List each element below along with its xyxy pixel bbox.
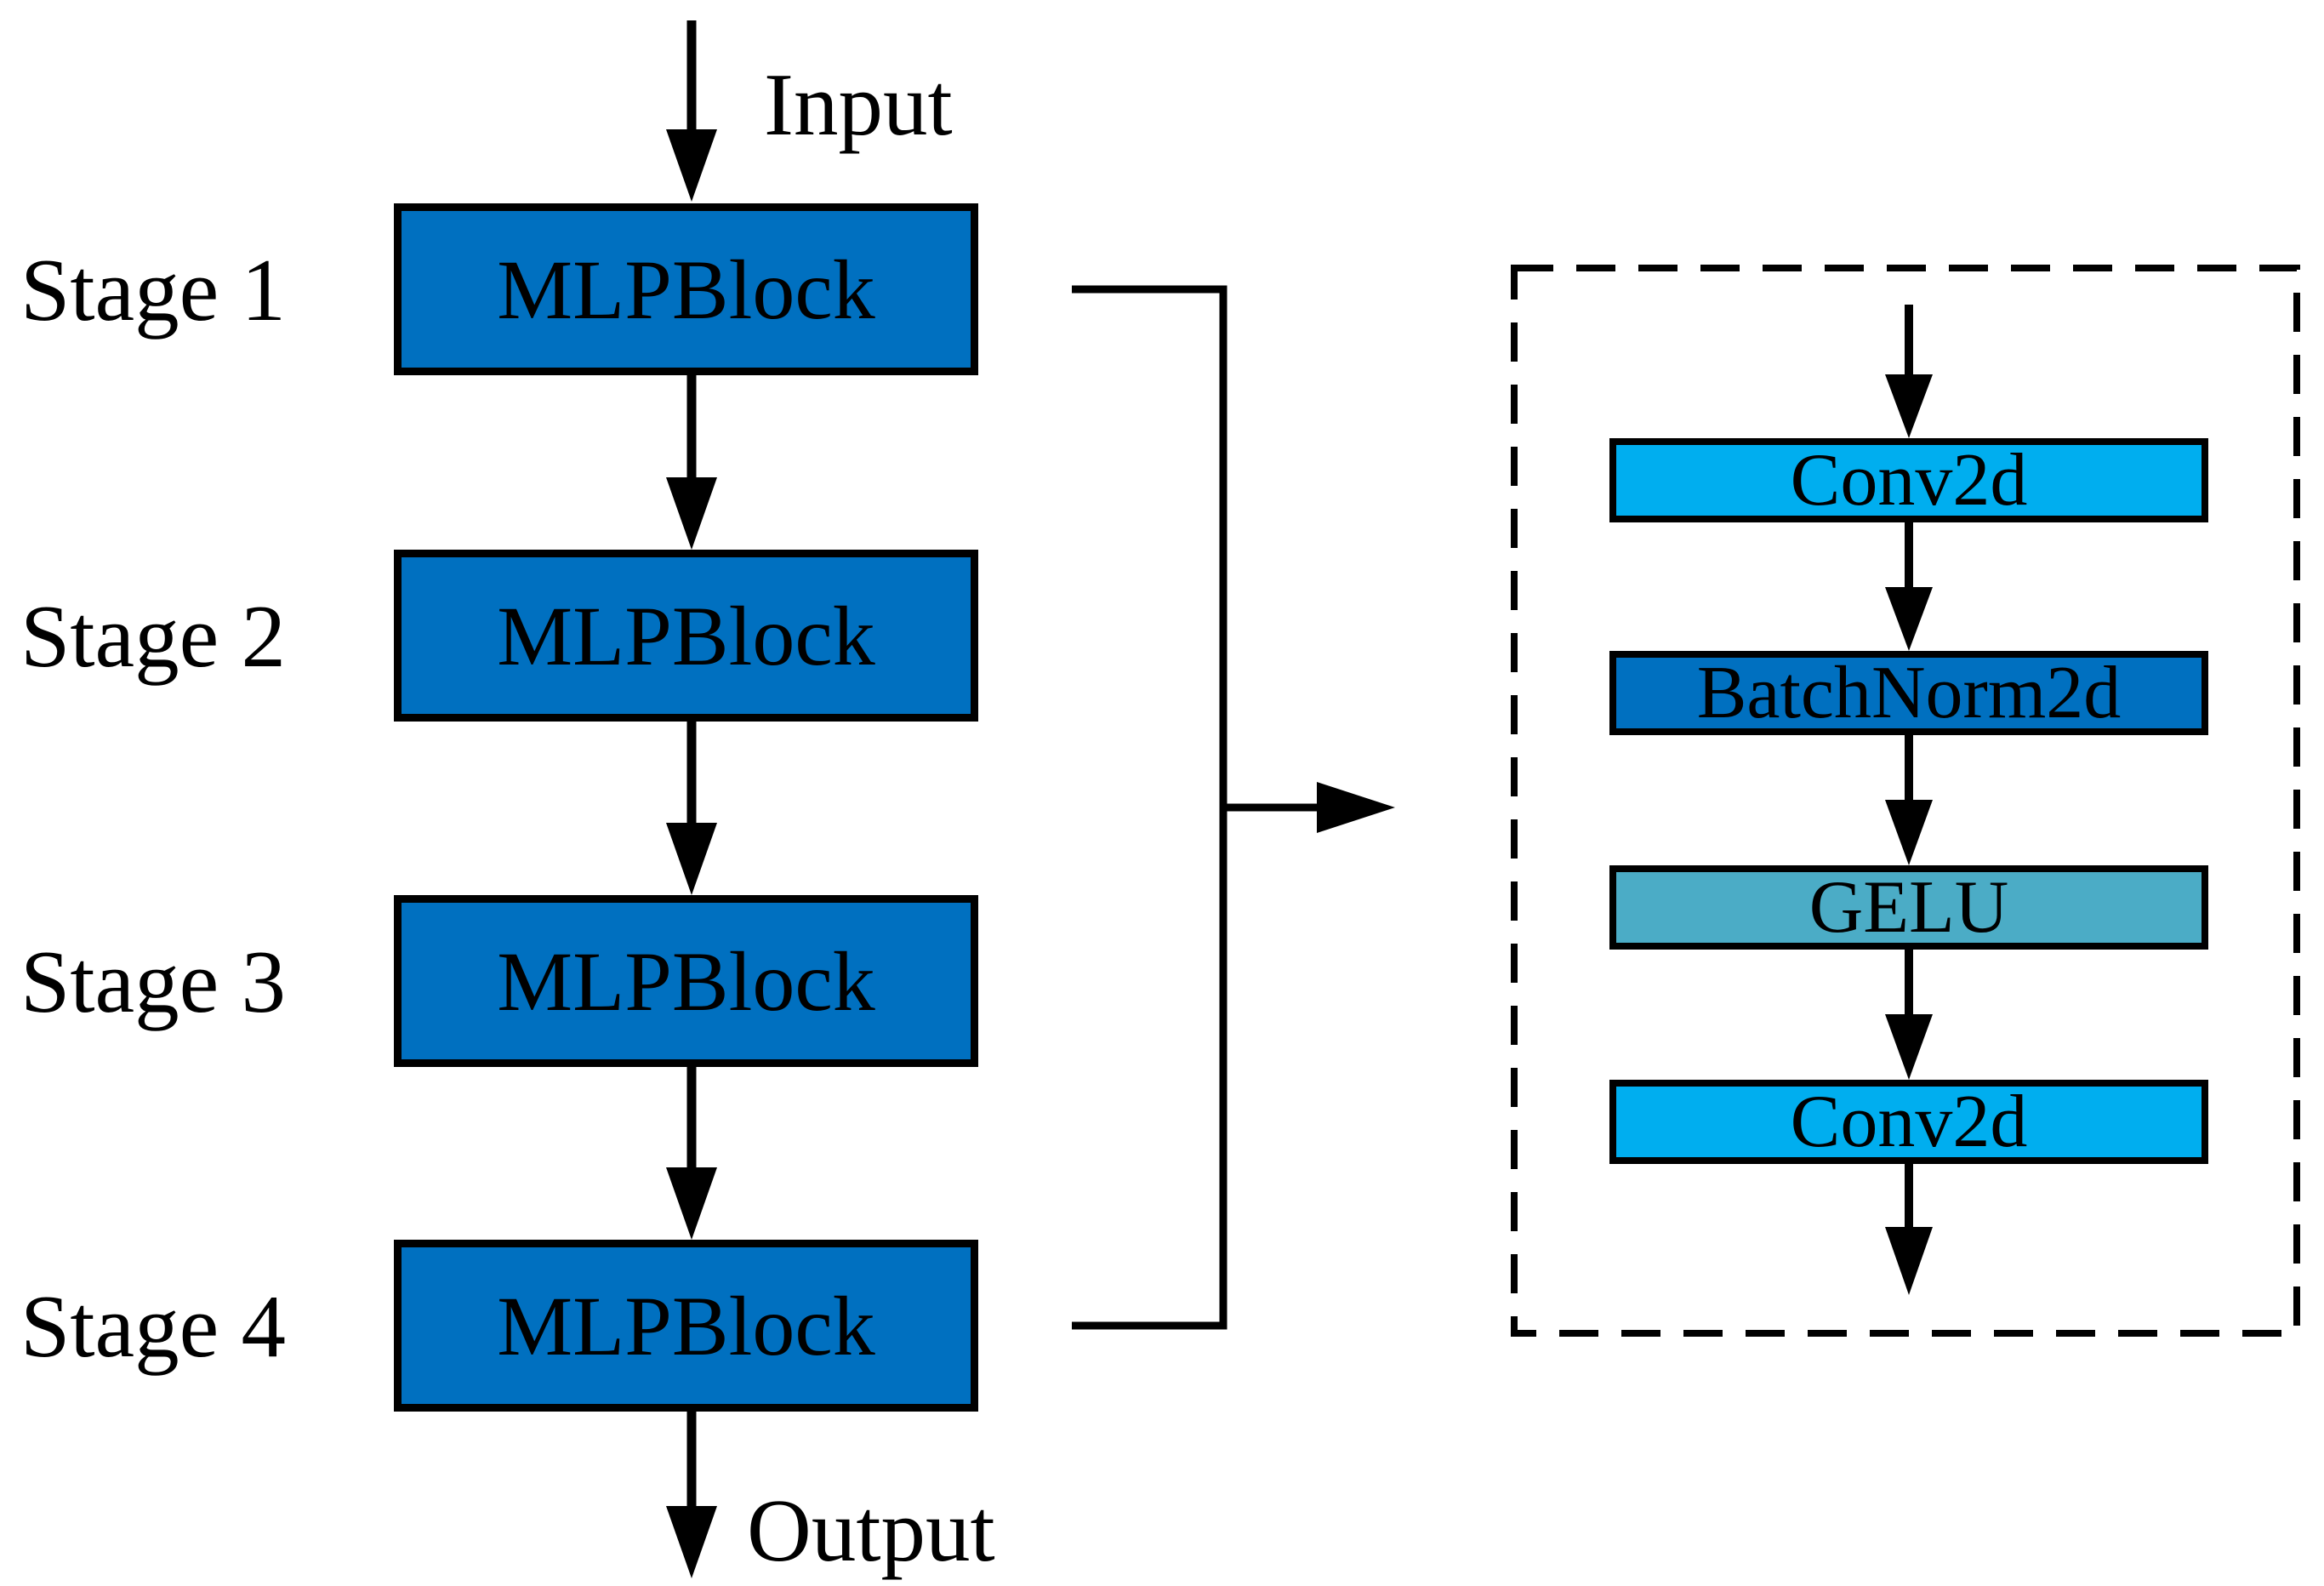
- detail-arrow-conv2d-batchnorm2d: [1885, 522, 1933, 651]
- stage-1-mlpblock-text: MLPBlock: [497, 242, 875, 337]
- stage-4-mlpblock: MLPBlock: [394, 1240, 978, 1412]
- detail-layer-batchnorm2d: BatchNorm2d: [1609, 651, 2208, 735]
- stage-3-label: Stage 3: [20, 931, 287, 1031]
- output-arrow: [666, 1412, 717, 1578]
- stage-4-mlpblock-text: MLPBlock: [497, 1278, 875, 1373]
- detail-layer-gelu-text: GELU: [1809, 866, 2009, 949]
- detail-layer-batchnorm2d-text: BatchNorm2d: [1696, 652, 2122, 734]
- stage-3-mlpblock-text: MLPBlock: [497, 933, 875, 1029]
- detail-layer-conv2d-1: Conv2d: [1609, 438, 2208, 522]
- output-label: Output: [747, 1480, 995, 1580]
- detail-arrow-batchnorm2d-gelu: [1885, 735, 1933, 865]
- detail-layer-gelu: GELU: [1609, 865, 2208, 950]
- detail-bracket: [1072, 285, 1228, 1330]
- stage-4-label: Stage 4: [20, 1275, 287, 1376]
- flow-arrow-stage1-stage2: [666, 375, 717, 550]
- detail-arrow-out: [1885, 1164, 1933, 1295]
- stage-1-label: Stage 1: [20, 239, 287, 339]
- input-label: Input: [764, 54, 953, 154]
- mlpblock-detail-dashed-border: [1511, 265, 2300, 1337]
- stage-2-label: Stage 2: [20, 585, 287, 686]
- detail-arrow-in: [1885, 305, 1933, 438]
- detail-pointer-arrow: [1223, 782, 1395, 833]
- detail-layer-conv2d-2-text: Conv2d: [1790, 1081, 2028, 1163]
- stage-1-mlpblock: MLPBlock: [394, 203, 978, 375]
- flow-arrow-stage3-stage4: [666, 1067, 717, 1240]
- detail-layer-conv2d-1-text: Conv2d: [1790, 439, 2028, 522]
- flow-arrow-stage2-stage3: [666, 722, 717, 895]
- detail-layer-conv2d-2: Conv2d: [1609, 1080, 2208, 1164]
- stage-2-mlpblock: MLPBlock: [394, 550, 978, 722]
- detail-arrow-gelu-conv2d: [1885, 950, 1933, 1080]
- stage-2-mlpblock-text: MLPBlock: [497, 588, 875, 683]
- stage-3-mlpblock: MLPBlock: [394, 895, 978, 1067]
- input-arrow: [666, 20, 717, 202]
